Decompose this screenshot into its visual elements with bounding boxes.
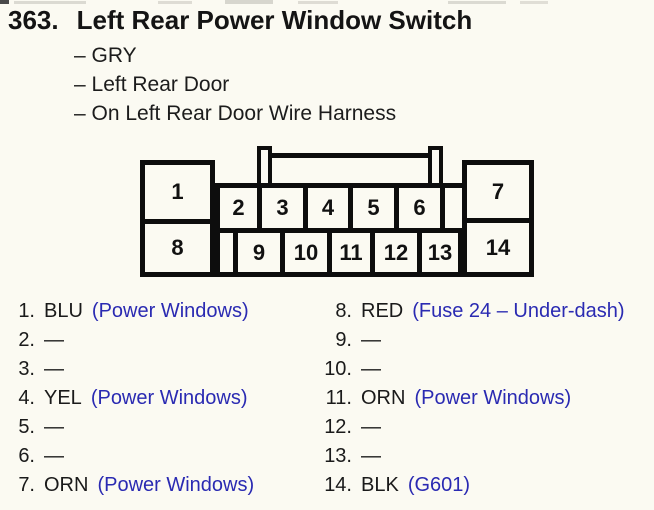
wire-note: (G601) [407,474,471,496]
wire-color-code: — [361,445,381,467]
scan-artifact [14,1,86,4]
pin-list-left: 1. BLU (Power Windows) 2. — 3. — 4. YEL … [0,297,254,500]
scan-artifact [448,1,506,4]
wire-color-code: — [44,416,64,438]
connector-cell-8: 8 [140,219,215,277]
pin-number: 9. [335,329,352,351]
detail-location: – Left Rear Door [74,73,230,96]
pin-row: 13. — [300,442,625,471]
pin-row: 8. RED (Fuse 24 – Under-dash) [300,297,625,326]
connector-diagram: 1 8 7 14 2 3 4 5 6 9 10 11 12 13 [140,146,534,278]
connector-cell-3: 3 [257,183,308,233]
section-number: 363. [8,5,59,35]
wire-color-code: ORN [44,474,89,496]
wire-note: (Power Windows) [414,387,572,409]
wire-color-code: YEL [44,387,82,409]
wire-note: (Power Windows) [91,300,249,322]
pin-list-right: 8. RED (Fuse 24 – Under-dash) 9. — 10. —… [300,297,625,500]
connector-details: – GRY – Left Rear Door – On Left Rear Do… [74,41,396,128]
connector-latch-post-left [257,146,272,188]
wire-color-code: BLK [361,474,399,496]
pin-row: 3. — [0,355,254,384]
pin-row: 2. — [0,326,254,355]
connector-cell-12: 12 [370,228,422,277]
wire-note: (Power Windows) [90,387,248,409]
section-title: Left Rear Power Window Switch [76,5,473,35]
pin-number: 14. [324,474,352,496]
connector-latch-post-right [428,146,443,188]
pin-row: 10. — [300,355,625,384]
pin-number: 7. [18,474,35,496]
page-title: 363. Left Rear Power Window Switch [8,5,472,35]
connector-cell-10: 10 [280,228,332,277]
pin-number: 13. [324,445,352,467]
pin-number: 5. [18,416,35,438]
connector-cell-13: 13 [417,228,463,277]
wire-color-code: ORN [361,387,406,409]
pin-number: 1. [18,300,35,322]
pin-number: 3. [18,358,35,380]
pin-number: 10. [324,358,352,380]
pin-number: 4. [18,387,35,409]
connector-cell-7: 7 [462,160,534,223]
connector-cell-5: 5 [348,183,399,233]
wire-color-code: — [361,416,381,438]
wire-note: (Power Windows) [97,474,255,496]
pin-number: 2. [18,329,35,351]
wire-color-code: — [44,329,64,351]
connector-cell-11: 11 [327,228,375,277]
pin-row: 6. — [0,442,254,471]
pin-row: 4. YEL (Power Windows) [0,384,254,413]
scan-artifact [158,1,192,4]
connector-cell-4: 4 [303,183,353,233]
connector-cell-blank-top [440,183,467,233]
pin-number: 6. [18,445,35,467]
scan-artifact [225,0,273,4]
pin-row: 7. ORN (Power Windows) [0,471,254,500]
connector-cell-14: 14 [462,218,534,277]
wire-note: (Fuse 24 – Under-dash) [412,300,625,322]
connector-cell-2: 2 [215,183,262,233]
wire-color-code: BLU [44,300,83,322]
pin-row: 9. — [300,326,625,355]
connector-cell-1: 1 [140,160,215,224]
scan-artifact [298,1,338,4]
pin-row: 14. BLK (G601) [300,471,625,500]
scan-artifact [0,0,9,4]
wire-color-code: — [361,358,381,380]
connector-cell-6: 6 [394,183,445,233]
connector-cell-9: 9 [233,228,285,277]
pin-row: 1. BLU (Power Windows) [0,297,254,326]
connector-latch-bar [264,153,437,158]
wire-color-code: — [44,358,64,380]
pin-number: 8. [335,300,352,322]
pin-row: 12. — [300,413,625,442]
scan-artifact [520,1,548,4]
detail-harness: – On Left Rear Door Wire Harness [74,102,397,125]
wire-color-code: RED [361,300,404,322]
pin-number: 12. [324,416,352,438]
detail-color: – GRY [74,44,137,67]
pin-number: 11. [325,387,352,409]
wire-color-code: — [44,445,64,467]
wire-color-code: — [361,329,381,351]
pin-row: 11. ORN (Power Windows) [300,384,625,413]
pin-row: 5. — [0,413,254,442]
